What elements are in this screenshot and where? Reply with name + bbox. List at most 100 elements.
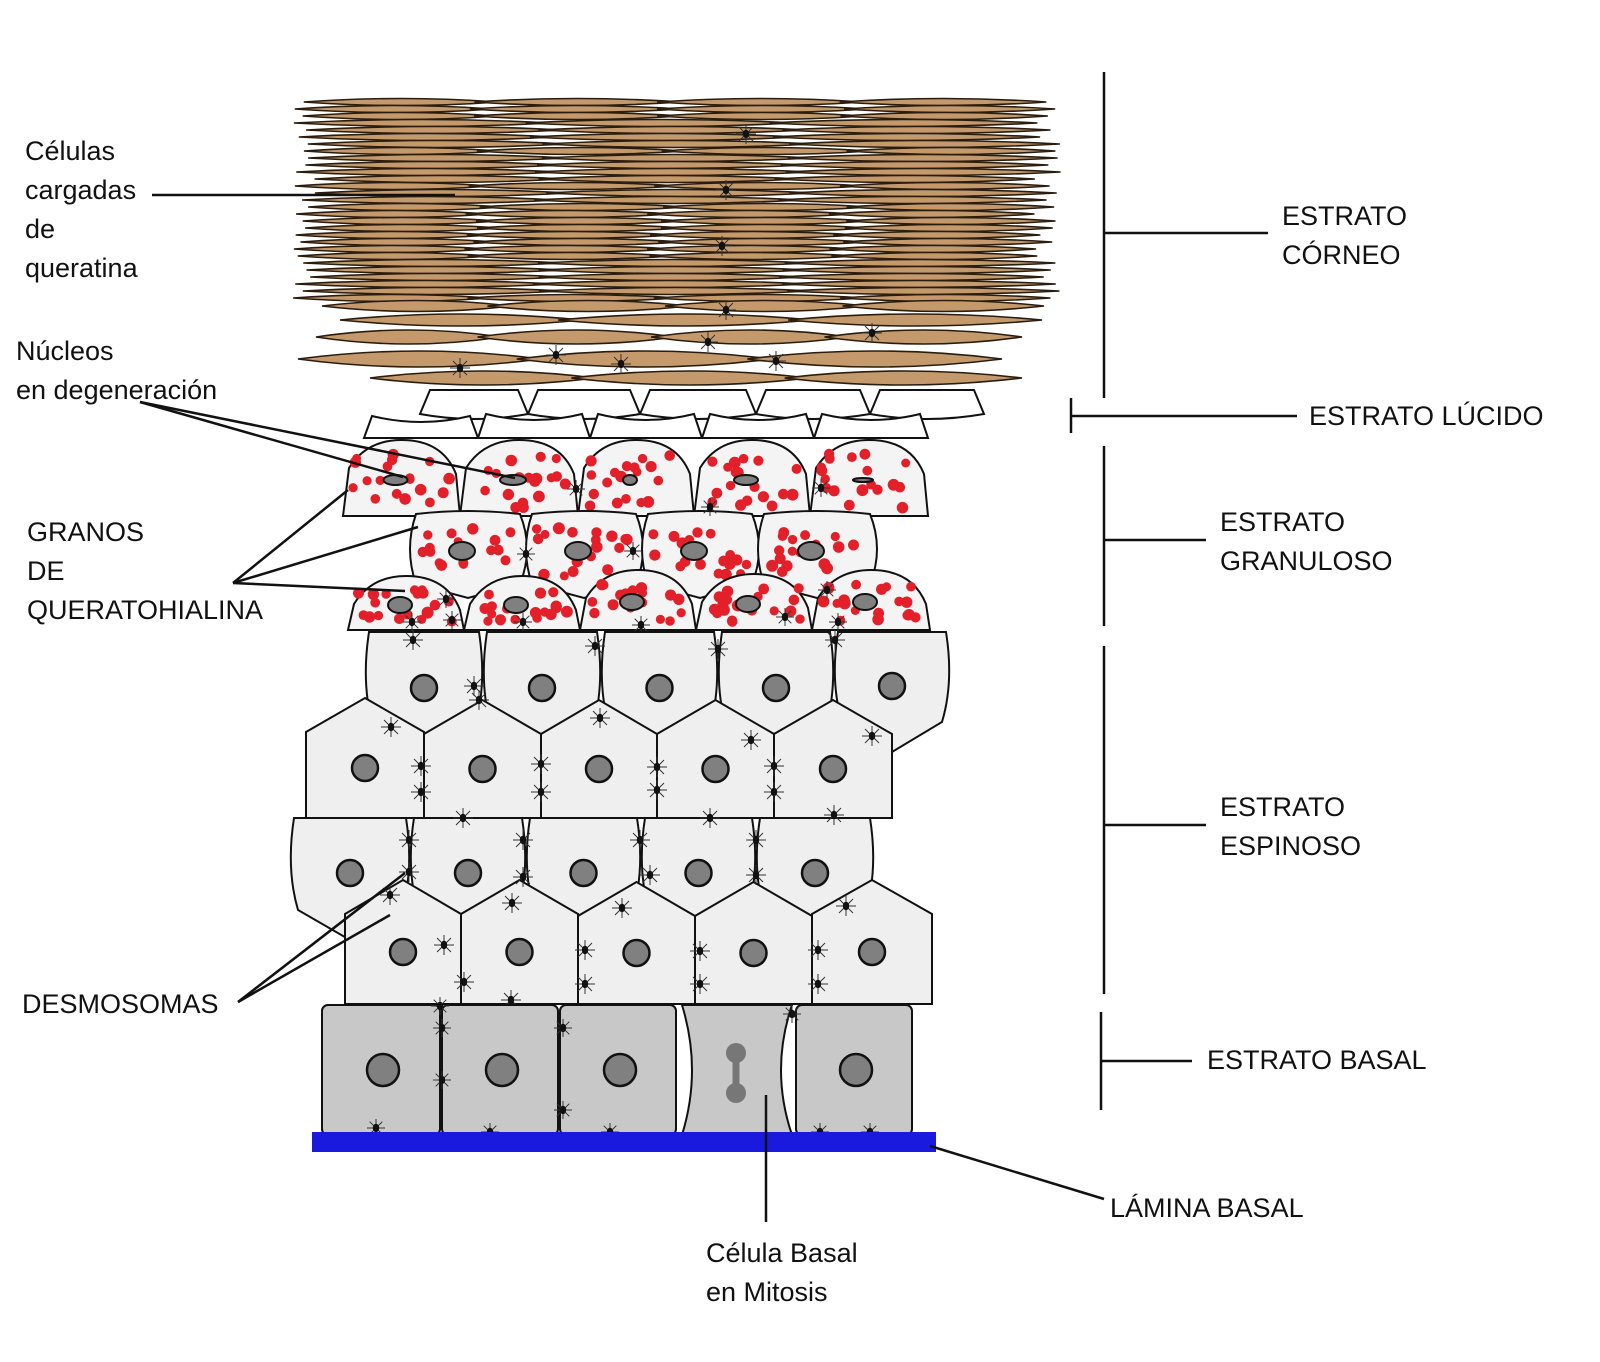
granules-line-3: QUERATOHIALINA (27, 595, 264, 625)
keratinized-cell (656, 97, 864, 107)
keratinized-cell (475, 216, 686, 226)
keratohyalin-granule (901, 596, 913, 608)
keratin-cells-line-1: Células (25, 136, 116, 166)
keratinized-cell (664, 299, 867, 313)
desmosome (519, 835, 527, 845)
keratohyalin-granule (610, 467, 620, 478)
keratohyalin-granule (352, 453, 362, 463)
nucleus (619, 593, 645, 611)
desmosome (459, 813, 467, 823)
desmosome (386, 890, 394, 900)
mitosis-cell-label: Célula Basal en Mitosis (706, 1234, 858, 1312)
desmosome (653, 762, 661, 772)
keratinized-cell (787, 313, 1043, 327)
nucleus (409, 673, 439, 703)
desmosome (817, 483, 825, 493)
lucidum-cell (362, 414, 480, 439)
desmosome (830, 810, 838, 820)
desmosome (408, 617, 416, 627)
nucleus (761, 673, 791, 703)
desmosome (636, 835, 644, 845)
keratohyalin-granule (906, 581, 916, 592)
keratinized-cell (303, 146, 501, 156)
nucleus (735, 595, 761, 613)
keratohyalin-granule (480, 485, 490, 496)
keratinized-cell (657, 111, 865, 121)
desmosome (747, 735, 755, 745)
keratohyalin-granule (872, 484, 883, 495)
keratohyalin-granule (602, 564, 614, 576)
label-leader-lines (139, 193, 1105, 1222)
keratohyalin-granule (530, 472, 543, 485)
keratinized-cell (782, 265, 1051, 275)
keratinized-cell (782, 125, 1051, 135)
desmosome (618, 903, 626, 913)
keratinized-cell (663, 202, 871, 212)
keratohyalin-granule (655, 614, 666, 625)
keratohyalin-granule (722, 595, 733, 605)
keratohyalin-granule (676, 608, 686, 618)
keratohyalin-granule (856, 484, 869, 497)
desmosome (772, 356, 780, 366)
keratohyalin-granule (824, 453, 835, 464)
keratinized-cell (467, 251, 674, 261)
keratohyalin-granule (437, 487, 449, 499)
keratohyalin-granule (859, 448, 871, 460)
keratinized-cell (658, 237, 868, 247)
nucleus (800, 858, 830, 888)
stratum-lucidum-label: ESTRATO LÚCIDO (1309, 397, 1544, 436)
keratohyalin-granule (487, 609, 497, 619)
lucidum-cell (418, 389, 530, 420)
keratinized-cell (476, 146, 686, 156)
keratinized-cell (557, 313, 813, 327)
keratohyalin-granule (500, 555, 511, 566)
desmosome (470, 681, 478, 691)
nucleus (365, 1052, 401, 1088)
keratin-cells-label: Células cargadas de queratina (25, 132, 138, 288)
keratohyalin-granule (721, 585, 734, 598)
nucleus (468, 754, 497, 784)
granules-line-2: DE (27, 556, 65, 586)
keratinized-cell (785, 167, 1061, 177)
keratohyalin-granule (713, 591, 725, 603)
desmosome (704, 337, 712, 347)
keratohyalin-granule (838, 597, 851, 610)
keratinized-cell (833, 230, 1041, 240)
lamina-text: LÁMINA BASAL (1110, 1193, 1304, 1223)
keratohyalin-granule (375, 475, 385, 485)
keratohyalin-granule (769, 606, 779, 616)
desmosome (372, 1123, 380, 1133)
keratinized-cell (294, 181, 493, 191)
keratohyalin-granule (467, 523, 479, 535)
keratinized-cell (308, 153, 566, 163)
lucidum-cell (476, 412, 592, 439)
keratinized-cell (789, 139, 1060, 149)
keratohyalin-granule (607, 599, 619, 611)
keratohyalin-granule (546, 473, 556, 483)
desmosome (508, 898, 516, 908)
keratohyalin-granule (414, 483, 427, 496)
keratinized-cell (789, 188, 1057, 198)
keratinized-cell (477, 329, 676, 345)
lucidum-cell (526, 389, 642, 420)
desmosome (448, 615, 456, 625)
keratinized-cell (844, 104, 1056, 114)
keratohyalin-granule (587, 597, 598, 607)
keratohyalin-granule (443, 472, 455, 485)
keratohyalin-granule (637, 453, 648, 464)
keratohyalin-granule (774, 545, 785, 556)
keratohyalin-granule (510, 502, 522, 513)
keratinized-cell (534, 167, 810, 177)
keratohyalin-granule (668, 530, 680, 542)
keratin-cells-line-3: de (25, 214, 56, 244)
keratohyalin-granule (738, 453, 749, 464)
keratinized-cell (780, 160, 1049, 170)
keratinized-cell (846, 202, 1055, 212)
keratohyalin-granule (642, 496, 655, 508)
nucleus (335, 858, 365, 888)
keratohyalin-granule (540, 607, 550, 617)
stratum-basale-label: ESTRATO BASAL (1207, 1041, 1427, 1080)
keratohyalin-granule (559, 571, 569, 581)
desmosome (696, 946, 704, 956)
keratinized-cell (305, 223, 502, 233)
